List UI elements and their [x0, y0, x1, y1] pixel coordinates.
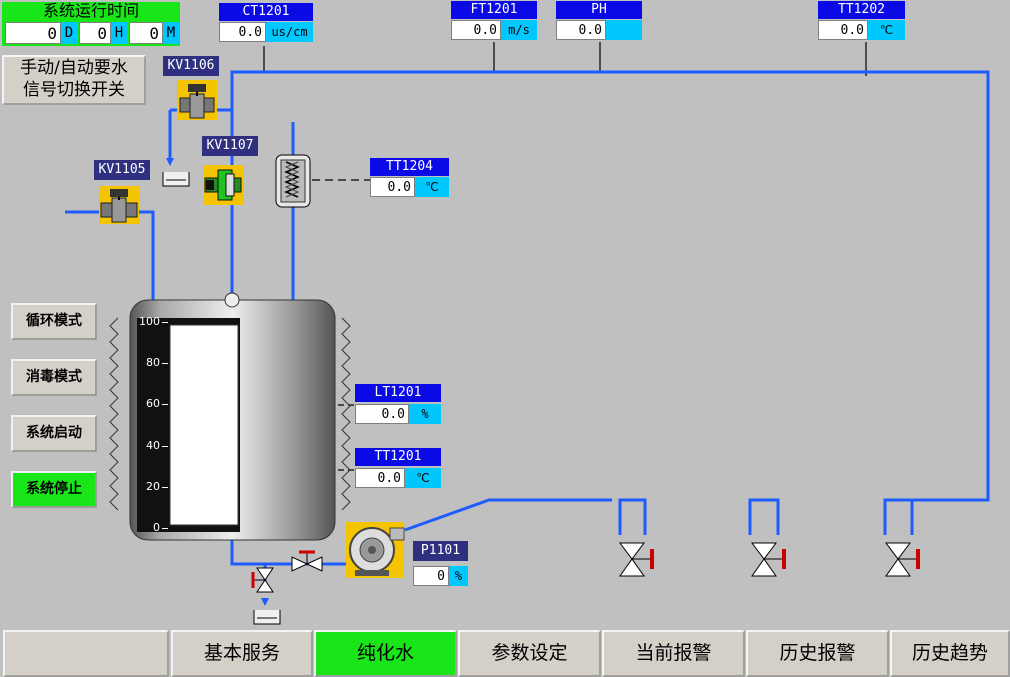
tt1201-unit: ℃ [405, 468, 441, 488]
kv1106-tag[interactable]: KV1106 [163, 56, 219, 76]
runtime-minutes: 0 [129, 22, 163, 44]
tab-basic-service[interactable]: 基本服务 [171, 630, 313, 677]
runtime-days-unit: D [61, 22, 77, 44]
tab-history-alarm[interactable]: 历史报警 [746, 630, 889, 677]
p1101-value: 0 [413, 566, 449, 586]
tt1202-unit: ℃ [868, 20, 905, 40]
tank-scale-tick [162, 528, 168, 529]
lt1201-tag: LT1201 [355, 384, 441, 402]
ct1201-value: 0.0 [219, 22, 266, 42]
tab-current-alarm[interactable]: 当前报警 [602, 630, 745, 677]
p1101-tag[interactable]: P1101 [413, 541, 468, 561]
ft1201-value: 0.0 [451, 20, 501, 40]
heat-exchanger-icon [275, 154, 311, 208]
tt1202-value: 0.0 [818, 20, 868, 40]
system-start-button[interactable]: 系统启动 [11, 415, 97, 452]
drain-valve-icon [251, 567, 274, 593]
tab-home[interactable] [3, 630, 169, 677]
kv1107-tag[interactable]: KV1107 [202, 136, 258, 156]
kv1105-tag[interactable]: KV1105 [94, 160, 150, 180]
tab-pure-water[interactable]: 纯化水 [314, 630, 457, 677]
disinfect-mode-button[interactable]: 消毒模式 [11, 359, 97, 396]
tank-scale-tick [162, 404, 168, 405]
ph-tag: PH [556, 1, 642, 19]
runtime-hours-unit: H [111, 22, 127, 44]
use-point-valve-2-icon [751, 542, 786, 577]
tank-level-scale: 100 80 60 40 20 0 [138, 315, 168, 534]
tt1204-tag: TT1204 [370, 158, 449, 176]
tank-scale-tick [162, 363, 168, 364]
kv1105-valve-icon [99, 186, 139, 224]
tank-level-fill [171, 326, 237, 524]
tank-scale-label: 60 [146, 397, 160, 410]
system-stop-button[interactable]: 系统停止 [11, 471, 97, 508]
use-point-valve-1-icon [619, 542, 654, 577]
ft1201-unit: m/s [501, 20, 537, 40]
tank-scale-label: 80 [146, 356, 160, 369]
manual-auto-switch-button[interactable]: 手动/自动要水 信号切换开关 [2, 55, 146, 105]
lt1201-value: 0.0 [355, 404, 409, 424]
lt1201-unit: % [409, 404, 441, 424]
switch-line2: 信号切换开关 [23, 80, 125, 100]
tank-scale-tick [162, 322, 168, 323]
ph-unit [606, 20, 642, 40]
tank-scale-tick [162, 487, 168, 488]
tt1201-tag: TT1201 [355, 448, 441, 466]
tab-parameter-settings[interactable]: 参数设定 [458, 630, 601, 677]
manual-valve-icon [291, 550, 323, 572]
pump-icon [346, 522, 405, 578]
tt1202-tag: TT1202 [818, 1, 905, 19]
storage-tank [109, 292, 351, 541]
tank-scale-tick [162, 446, 168, 447]
runtime-minutes-unit: M [163, 22, 179, 44]
runtime-title: 系统运行时间 [2, 2, 180, 20]
ft1201-tag: FT1201 [451, 1, 537, 19]
tt1204-unit: ℃ [415, 177, 449, 197]
use-point-valve-3-icon [885, 542, 920, 577]
tank-scale-label: 40 [146, 439, 160, 452]
ph-value: 0.0 [556, 20, 606, 40]
tank-scale-label: 20 [146, 480, 160, 493]
tank-scale-label: 100 [139, 315, 160, 328]
kv1106-valve-icon [177, 80, 217, 120]
tab-history-trend[interactable]: 历史趋势 [890, 630, 1010, 677]
tt1201-value: 0.0 [355, 468, 405, 488]
runtime-hours: 0 [79, 22, 111, 44]
kv1107-valve-icon [204, 165, 244, 205]
cycle-mode-button[interactable]: 循环模式 [11, 303, 97, 340]
tt1204-value: 0.0 [370, 177, 415, 197]
tank-scale-label: 0 [153, 521, 160, 534]
p1101-unit: % [449, 566, 468, 586]
ct1201-tag: CT1201 [219, 3, 313, 21]
ct1201-unit: us/cm [266, 22, 313, 42]
switch-line1: 手动/自动要水 [20, 58, 128, 78]
runtime-days: 0 [5, 22, 61, 44]
